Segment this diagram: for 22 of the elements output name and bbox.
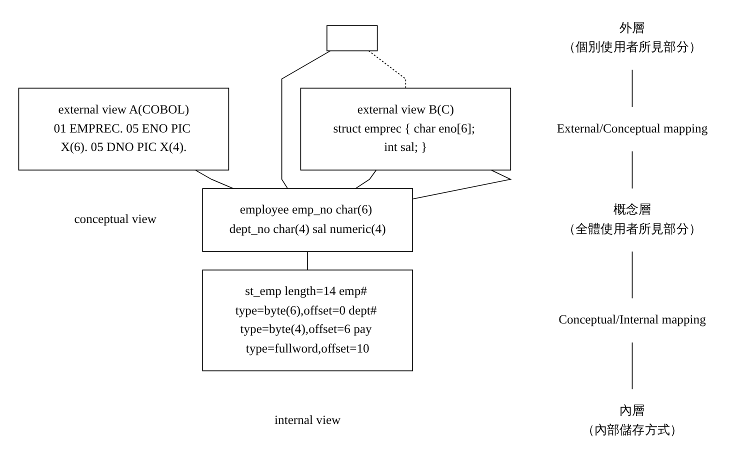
- node-box: [326, 25, 378, 52]
- node-box: external view A(COBOL) 01 EMPREC. 05 ENO PIC X(6). 05 DNO PIC X(4).: [18, 88, 230, 170]
- connector: [632, 342, 633, 390]
- connector: [368, 50, 406, 89]
- node-label: internal view: [274, 414, 341, 428]
- node-text: 概念層 （全體使用者所見部分）: [563, 204, 702, 236]
- node-text: External/Conceptual mapping: [557, 122, 708, 136]
- connector: [632, 69, 633, 108]
- node-box: external view B(C) struct emprec { char eno[6]; int sal; }: [300, 88, 512, 170]
- connector: [282, 50, 331, 189]
- connector: [632, 150, 633, 189]
- connector: [632, 251, 633, 299]
- connector: [195, 170, 234, 189]
- connector: [355, 170, 377, 189]
- node-text: 內層 （內部儲存方式）: [582, 404, 683, 437]
- node-text: 外層 （個別使用者所見部分）: [563, 22, 702, 54]
- node-box: st_emp length=14 emp# type=byte(6),offset=0 dept# type=byte(4),offset=6 pay type=fullword,offset=10: [202, 270, 414, 372]
- node-box: employee emp_no char(6) dept_no char(4) sal numeric(4): [202, 188, 414, 252]
- connector: [307, 251, 308, 270]
- connector: [412, 170, 512, 200]
- node-text: Conceptual/Internal mapping: [558, 313, 706, 327]
- node-label: conceptual view: [74, 213, 157, 227]
